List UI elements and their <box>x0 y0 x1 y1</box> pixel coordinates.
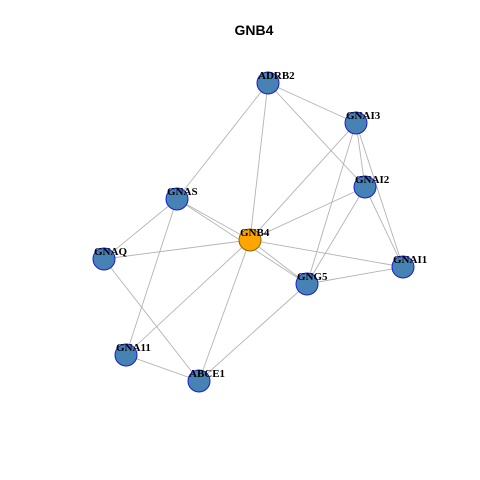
edge-gnb4-gng5 <box>249 239 308 285</box>
node-gnas[interactable]: GNAS <box>165 186 198 211</box>
node-circle-gng5[interactable] <box>295 272 319 296</box>
node-adrb2[interactable]: ADRB2 <box>256 70 295 95</box>
edge-gnas-gnaq <box>103 198 178 260</box>
node-circle-gnai3[interactable] <box>344 111 368 135</box>
diagram-title: GNB4 <box>235 22 274 38</box>
edge-gnai3-gnai1 <box>355 122 404 268</box>
node-gnai2[interactable]: GNAI2 <box>353 174 390 199</box>
node-label-gnb4: GNB4 <box>240 227 270 239</box>
node-label-gnai3: GNAI3 <box>346 110 381 122</box>
edge-gnaq-abce1 <box>103 258 200 382</box>
edge-gnai3-gnb4 <box>249 122 357 241</box>
edge-adrb2-gnb4 <box>249 82 269 241</box>
edge-gnb4-abce1 <box>198 239 251 382</box>
node-label-gnas: GNAS <box>167 186 198 198</box>
edge-gna11-abce1 <box>125 354 200 382</box>
edge-gnai2-gnb4 <box>249 186 366 241</box>
edge-gng5-gnai1 <box>306 266 404 285</box>
edge-gnai3-gng5 <box>306 122 357 285</box>
node-label-gnai2: GNAI2 <box>355 174 390 186</box>
node-gnb4[interactable]: GNB4 <box>238 227 270 252</box>
edge-gnb4-gna11 <box>125 239 251 356</box>
node-circle-gnai2[interactable] <box>353 175 377 199</box>
edge-gnas-gna11 <box>125 198 178 356</box>
node-gnai3[interactable]: GNAI3 <box>344 110 381 135</box>
node-circle-adrb2[interactable] <box>256 71 280 95</box>
edge-adrb2-gnai3 <box>267 82 357 124</box>
edge-gnas-gnb4 <box>176 198 251 241</box>
node-label-gnaq: GNAQ <box>94 246 127 258</box>
edge-layer <box>103 82 404 382</box>
edge-adrb2-gnas <box>176 82 269 200</box>
node-label-abce1: ABCE1 <box>189 368 225 380</box>
node-label-adrb2: ADRB2 <box>258 70 295 82</box>
node-label-gnai1: GNAI1 <box>393 254 427 266</box>
node-gnai1[interactable]: GNAI1 <box>391 254 427 279</box>
node-circle-abce1[interactable] <box>187 369 211 393</box>
node-circle-gna11[interactable] <box>114 343 138 367</box>
node-abce1[interactable]: ABCE1 <box>187 368 225 393</box>
edge-gnai2-gnai1 <box>364 186 404 268</box>
node-circle-gnaq[interactable] <box>92 247 116 271</box>
node-label-gng5: GNG5 <box>297 271 328 283</box>
edge-gnb4-gnai1 <box>249 239 404 268</box>
node-circle-gnai1[interactable] <box>391 255 415 279</box>
node-gna11[interactable]: GNA11 <box>114 342 151 367</box>
edge-adrb2-gnai2 <box>267 82 366 188</box>
edge-gnai2-gng5 <box>306 186 366 285</box>
node-circle-gnb4[interactable] <box>238 228 262 252</box>
node-label-gna11: GNA11 <box>116 342 151 354</box>
edge-gng5-abce1 <box>198 283 308 382</box>
node-gnaq[interactable]: GNAQ <box>92 246 127 271</box>
node-circle-gnas[interactable] <box>165 187 189 211</box>
node-gng5[interactable]: GNG5 <box>295 271 328 296</box>
edge-gnb4-gnaq <box>103 239 251 260</box>
